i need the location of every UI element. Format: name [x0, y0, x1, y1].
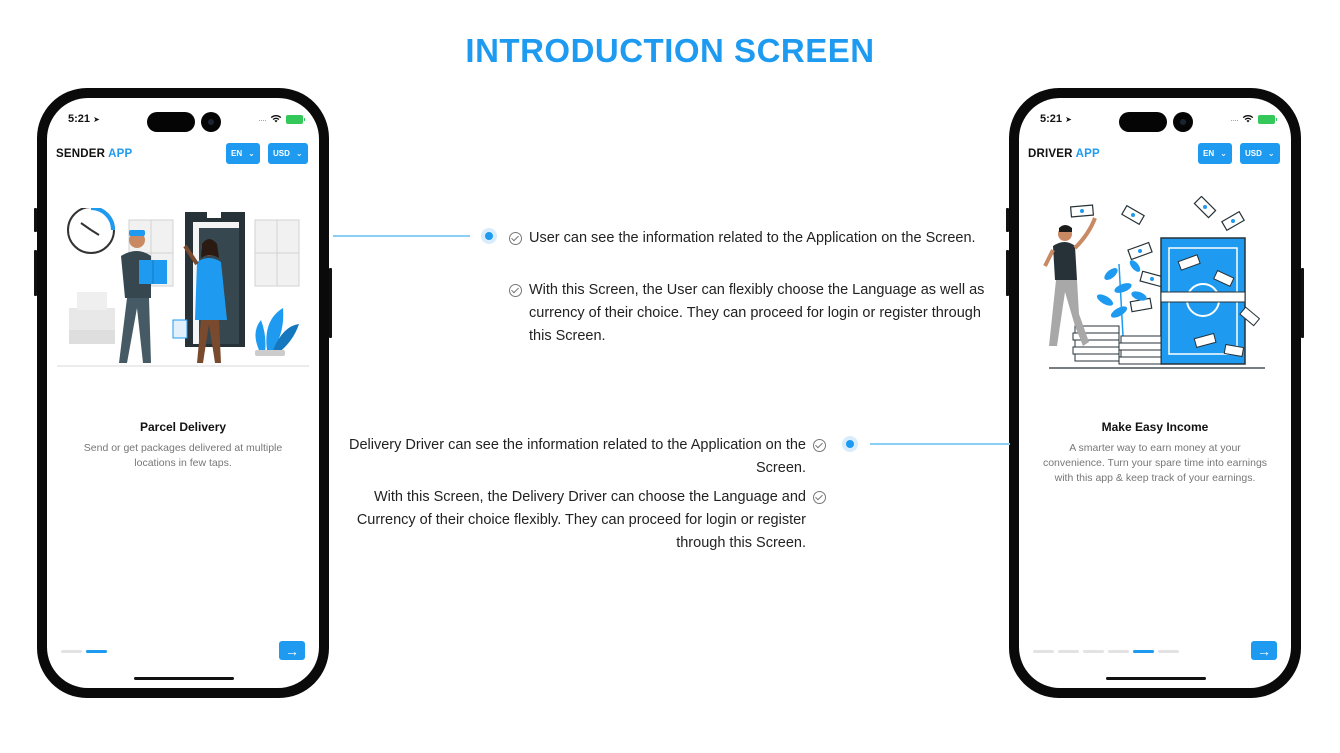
- language-value: EN: [1203, 149, 1215, 158]
- dynamic-island: [1119, 112, 1167, 132]
- check-circle-icon: [813, 439, 826, 452]
- driver-note-1: Delivery Driver can see the information …: [345, 434, 826, 480]
- language-selector[interactable]: EN ⌄: [1198, 143, 1232, 164]
- page-indicator: [61, 650, 107, 653]
- parcel-delivery-illustration: [47, 206, 319, 373]
- driver-phone-mockup: 5:21 ➤ ···· DRIVER APP EN ⌄ USD ⌄: [1006, 88, 1304, 698]
- dynamic-island: [147, 112, 195, 132]
- page-indicator: [1033, 650, 1179, 653]
- location-arrow-icon: ➤: [93, 115, 100, 124]
- signal-icon: ····: [258, 114, 267, 125]
- driver-note-2: With this Screen, the Delivery Driver ca…: [345, 486, 826, 555]
- sender-phone-mockup: 5:21 ➤ ···· SENDER APP EN ⌄ USD ⌄: [34, 88, 332, 698]
- currency-selector[interactable]: USD ⌄: [1240, 143, 1280, 164]
- page-dot: [1033, 650, 1054, 653]
- page-title: INTRODUCTION SCREEN: [465, 32, 875, 69]
- sender-connector-node: [481, 228, 497, 244]
- signal-icon: ····: [1230, 114, 1239, 125]
- next-button[interactable]: →: [279, 641, 305, 660]
- home-indicator: [134, 677, 234, 680]
- camera: [201, 112, 221, 132]
- camera: [1173, 112, 1193, 132]
- currency-value: USD: [273, 149, 290, 158]
- app-brand: DRIVER APP: [1028, 148, 1100, 160]
- driver-connector-node: [842, 436, 858, 452]
- battery-icon: [1258, 115, 1277, 124]
- arrow-right-icon: →: [1257, 642, 1271, 659]
- page-dot: [1058, 650, 1079, 653]
- check-circle-icon: [509, 284, 522, 297]
- easy-income-illustration: [1019, 195, 1291, 371]
- slide-title: Parcel Delivery: [139, 420, 227, 434]
- chevron-down-icon: ⌄: [295, 149, 303, 158]
- page-dot: [1108, 650, 1129, 653]
- app-header: SENDER APP EN ⌄ USD ⌄: [47, 143, 319, 167]
- app-header: DRIVER APP EN ⌄ USD ⌄: [1019, 143, 1291, 167]
- currency-selector[interactable]: USD ⌄: [268, 143, 308, 164]
- chevron-down-icon: ⌄: [1220, 149, 1227, 158]
- sender-connector-line: [333, 235, 470, 237]
- chevron-down-icon: ⌄: [1267, 149, 1275, 158]
- language-value: EN: [231, 149, 243, 158]
- chevron-down-icon: ⌄: [248, 149, 255, 158]
- check-circle-icon: [509, 232, 522, 245]
- wifi-icon: [270, 114, 282, 125]
- page-dot: [1158, 650, 1179, 653]
- location-arrow-icon: ➤: [1065, 115, 1072, 124]
- page-dot: [61, 650, 82, 653]
- status-time: 5:21 ➤: [68, 113, 100, 125]
- page-dot-active: [1133, 650, 1154, 653]
- wifi-icon: [1242, 114, 1254, 125]
- app-brand: SENDER APP: [56, 148, 133, 160]
- status-bar: 5:21 ➤ ····: [1019, 112, 1291, 132]
- sender-note-2: With this Screen, the User can flexibly …: [509, 279, 999, 348]
- language-selector[interactable]: EN ⌄: [226, 143, 260, 164]
- check-circle-icon: [813, 491, 826, 504]
- currency-value: USD: [1245, 149, 1262, 158]
- sender-note-1: User can see the information related to …: [509, 227, 979, 250]
- slide-title: Make Easy Income: [1101, 420, 1209, 434]
- slide-description: Send or get packages delivered at multip…: [83, 442, 283, 469]
- driver-connector-line: [870, 443, 1010, 445]
- sender-screen: 5:21 ➤ ···· SENDER APP EN ⌄ USD ⌄: [47, 98, 319, 688]
- slide-description: A smarter way to earn money at your conv…: [1042, 442, 1268, 484]
- page-dot: [1083, 650, 1104, 653]
- driver-screen: 5:21 ➤ ···· DRIVER APP EN ⌄ USD ⌄: [1019, 98, 1291, 688]
- status-bar: 5:21 ➤ ····: [47, 112, 319, 132]
- page-dot-active: [86, 650, 107, 653]
- home-indicator: [1106, 677, 1206, 680]
- battery-icon: [286, 115, 305, 124]
- next-button[interactable]: →: [1251, 641, 1277, 660]
- status-time: 5:21 ➤: [1040, 113, 1072, 125]
- arrow-right-icon: →: [285, 642, 299, 659]
